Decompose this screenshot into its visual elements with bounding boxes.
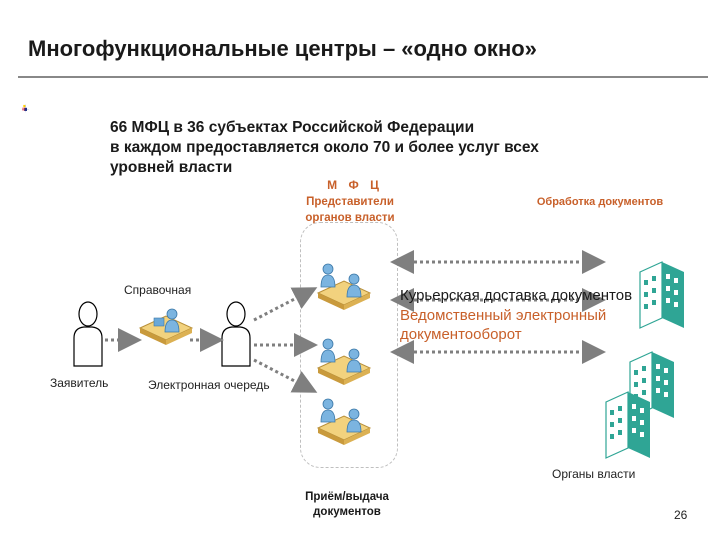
- intake-output-line-1: Приём/выдача: [305, 491, 389, 503]
- arrow-queue-to-desk-3: [253, 358, 318, 393]
- queue-label: Электронная очередь: [148, 378, 270, 392]
- intro-line-1: 66 МФЦ в 36 субъектах Российской Федерац…: [110, 119, 475, 136]
- mfc-desk-2-icon: [317, 338, 371, 386]
- authorities-label: Органы власти: [552, 467, 636, 481]
- intro-text: 66 МФЦ в 36 субъектах Российской Федерац…: [110, 118, 670, 178]
- mfc-title: М Ф Ц: [327, 178, 383, 192]
- intake-output-label: Приём/выдача документов: [292, 490, 402, 520]
- intro-line-2: в каждом предоставляется около 70 и боле…: [110, 139, 539, 156]
- mfc-subtitle-line-2: органов власти: [305, 212, 395, 224]
- reference-label: Справочная: [124, 283, 192, 297]
- decorative-squares-icon: [21, 104, 29, 113]
- page-title: Многофункциональные центры – «одно окно»: [28, 36, 537, 61]
- queue-person-figure: [221, 301, 251, 367]
- mfc-subtitle-line-1: Представители: [306, 196, 394, 208]
- arrow-queue-to-desk-1: [253, 287, 318, 322]
- intake-output-line-2: документов: [313, 506, 381, 518]
- mfc-desk-3-icon: [317, 398, 371, 446]
- mfc-subtitle: Представители органов власти: [280, 194, 420, 226]
- mfc-desk-1-icon: [317, 263, 371, 311]
- intro-line-3: уровней власти: [110, 159, 233, 176]
- processing-label: Обработка документов: [536, 196, 664, 208]
- courier-label: Курьерская доставка документов: [400, 287, 633, 304]
- authority-building-3-icon: [605, 391, 651, 459]
- edms-label: Ведомственный электронный документооборо…: [400, 307, 607, 343]
- applicant-label: Заявитель: [50, 376, 109, 390]
- applicant-figure: [73, 301, 103, 367]
- title-divider: [18, 76, 708, 78]
- reference-desk-icon: [139, 308, 193, 346]
- page-number: 26: [674, 508, 688, 522]
